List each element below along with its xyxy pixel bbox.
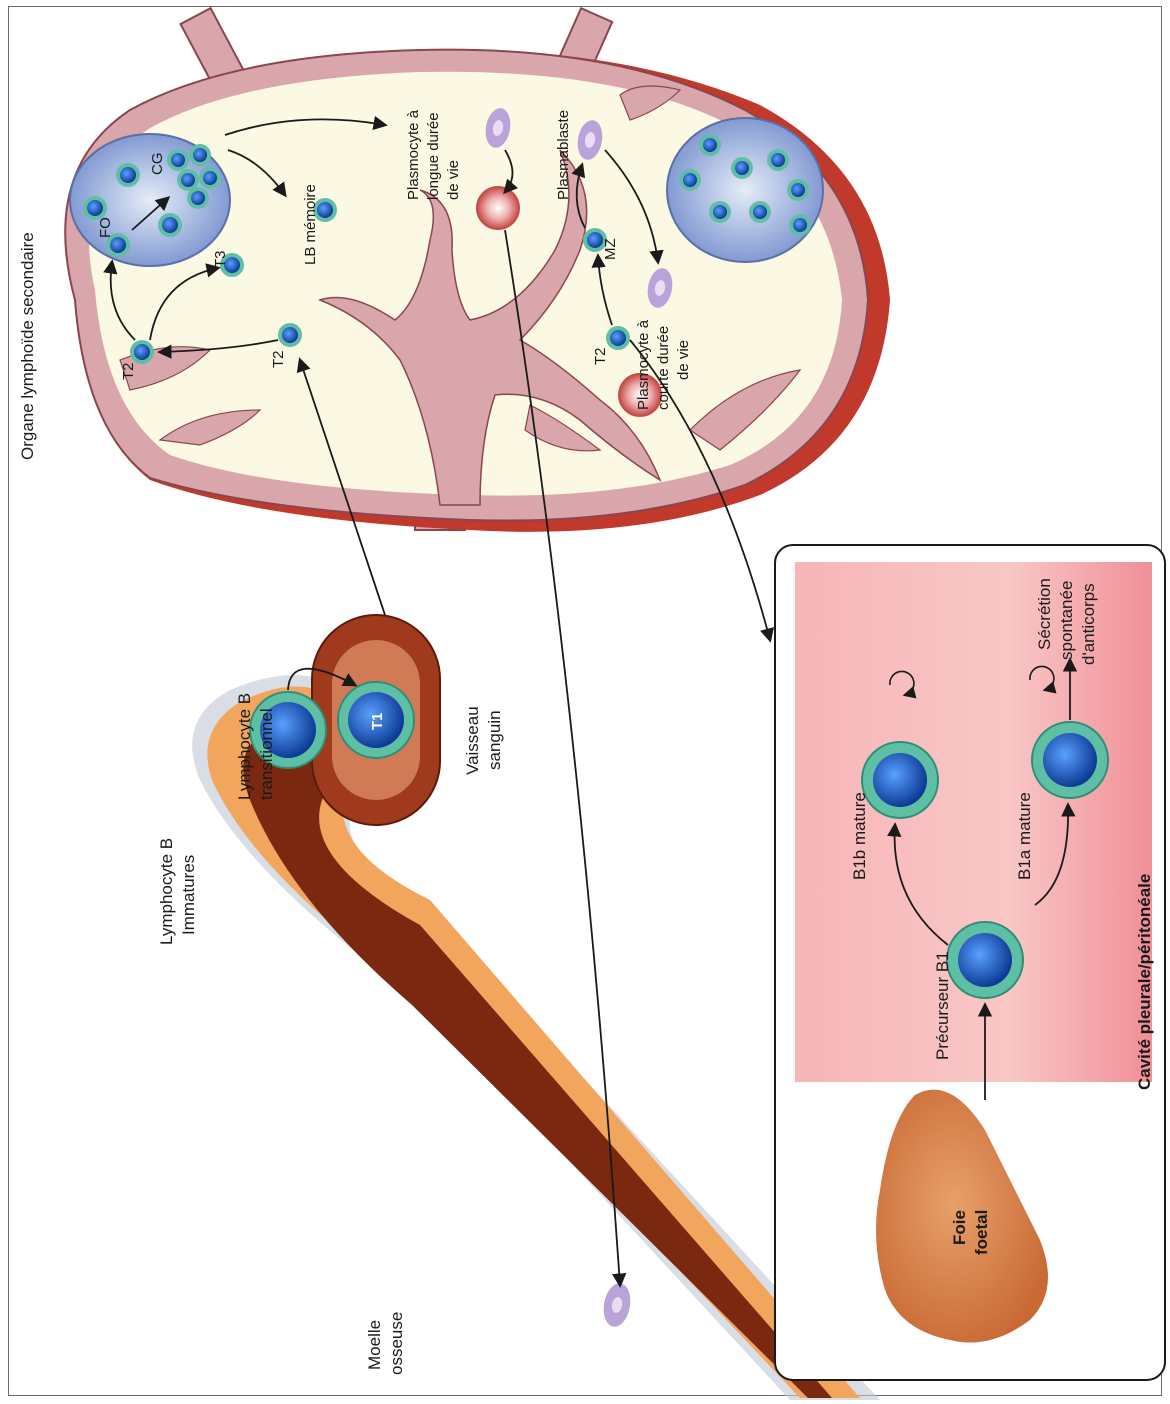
label-plasmo-long-2: longue durée	[425, 112, 442, 200]
cell-r4	[679, 169, 701, 191]
cell-r5	[709, 201, 731, 223]
label-t2-left: T2	[120, 362, 137, 380]
label-foie-1: Foie	[950, 1210, 969, 1245]
label-foie-2: foetal	[972, 1210, 991, 1255]
label-lb-memoire: LB mémoire	[302, 184, 319, 265]
cell-precurseur	[947, 922, 1023, 998]
label-lympho-trans-2: transitionnel	[257, 708, 276, 800]
label-moelle-1: Moelle	[365, 1320, 384, 1370]
cell-follicle-c	[158, 213, 182, 237]
label-secretion-1: Sécrétion	[1035, 578, 1054, 650]
label-lympho-trans-1: Lymphocyte B	[235, 693, 254, 800]
label-plasmo-long-1: Plasmocyte à	[405, 109, 422, 200]
label-t1: T1	[369, 712, 386, 730]
label-secretion-3: d'anticorps	[1079, 583, 1098, 665]
cell-r8	[789, 214, 811, 236]
cell-cg-4	[199, 167, 221, 189]
label-cavite: Cavité pleurale/péritonéale	[1135, 874, 1154, 1090]
label-plasmo-long-3: de vie	[445, 160, 462, 200]
label-plasmo-short-3: de vie	[675, 340, 692, 380]
label-mz: MZ	[602, 238, 619, 260]
cavity-panel	[775, 545, 1165, 1380]
label-secretion-2: spontanée	[1057, 581, 1076, 660]
cell-r2	[731, 157, 753, 179]
cell-r3	[767, 149, 789, 171]
cell-follicle-b	[116, 163, 140, 187]
label-plasmablaste: Plasmablaste	[555, 110, 572, 200]
label-fo: FO	[97, 217, 114, 238]
cell-plasma-bone	[600, 1281, 633, 1329]
label-b1b: B1b mature	[850, 792, 869, 880]
cell-b1b	[862, 742, 938, 818]
label-t2-bottom: T2	[592, 347, 609, 365]
label-cg: CG	[149, 153, 166, 176]
cell-t2-bottom	[606, 326, 630, 350]
cavity-fill	[795, 562, 1152, 1082]
cell-follicle-a	[83, 196, 107, 220]
label-vaisseau-2: sanguin	[485, 710, 504, 770]
label-precurseur: Précurseur B1	[933, 951, 952, 1060]
label-moelle-2: osseuse	[387, 1312, 406, 1375]
cell-b1a	[1032, 722, 1108, 798]
label-plasmo-short-2: courte durée	[655, 326, 672, 410]
label-t2-mid: T2	[270, 350, 287, 368]
label-plasmo-short-1: Plasmocyte à	[635, 319, 652, 410]
red-cell-top	[476, 186, 520, 230]
label-organ-title: Organe lymphoïde secondaire	[18, 232, 37, 460]
cell-r1	[699, 134, 721, 156]
lymphoid-organ	[65, 8, 890, 532]
label-lympho-imm-2: Immatures	[179, 855, 198, 935]
cell-cg-5	[187, 187, 209, 209]
cell-cg-1	[167, 149, 189, 171]
cell-r7	[787, 179, 809, 201]
label-t3: T3	[212, 250, 229, 268]
cell-t2-mid	[278, 323, 302, 347]
label-b1a: B1a mature	[1015, 792, 1034, 880]
cell-t2-left	[130, 340, 154, 364]
label-vaisseau-1: Vaisseau	[463, 706, 482, 775]
label-lympho-imm-1: Lymphocyte B	[157, 838, 176, 945]
cell-cg-2	[189, 144, 211, 166]
cell-r6	[749, 201, 771, 223]
